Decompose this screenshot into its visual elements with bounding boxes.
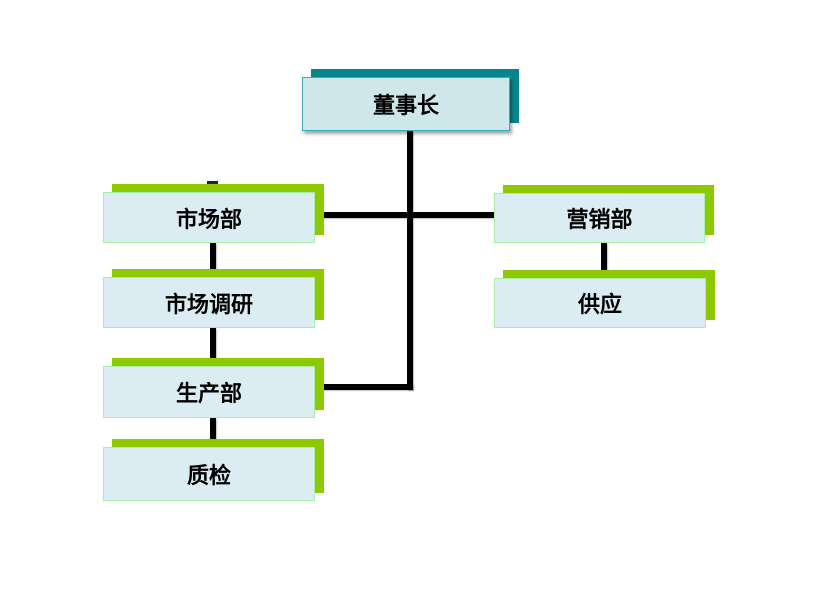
supply-node-face: 供应 bbox=[494, 278, 706, 328]
stray-dash-mark bbox=[207, 181, 218, 184]
sales-dept-node: 营销部 bbox=[494, 185, 714, 243]
marketing-dept-node: 市场部 bbox=[103, 184, 324, 243]
sales-dept-label: 营销部 bbox=[566, 207, 633, 232]
quality-inspection-label: 质检 bbox=[186, 463, 231, 488]
quality-inspection-node: 质检 bbox=[103, 439, 324, 501]
connector-h-trunk-production bbox=[322, 384, 413, 390]
market-research-node-face: 市场调研 bbox=[103, 277, 315, 328]
production-dept-node-face: 生产部 bbox=[103, 366, 315, 418]
connector-v-research-production bbox=[210, 328, 216, 366]
production-dept-node: 生产部 bbox=[103, 358, 324, 418]
supply-label: 供应 bbox=[577, 292, 622, 317]
connector-v-production-quality bbox=[210, 418, 216, 447]
chairman-label: 董事长 bbox=[372, 93, 439, 118]
chairman-node: 董事长 bbox=[302, 69, 519, 131]
marketing-dept-node-face: 市场部 bbox=[103, 192, 315, 243]
supply-node: 供应 bbox=[494, 270, 715, 328]
sales-dept-node-face: 营销部 bbox=[494, 193, 705, 243]
connector-h-marketing-sales bbox=[322, 212, 494, 218]
market-research-label: 市场调研 bbox=[164, 291, 253, 317]
marketing-dept-label: 市场部 bbox=[175, 206, 242, 232]
chairman-node-face: 董事长 bbox=[302, 77, 510, 131]
connector-trunk-chairman bbox=[407, 131, 413, 390]
quality-inspection-node-face: 质检 bbox=[103, 447, 315, 501]
market-research-node: 市场调研 bbox=[103, 269, 324, 328]
connector-v-sales-supply bbox=[601, 243, 607, 278]
connector-v-marketing-research bbox=[210, 243, 216, 277]
production-dept-label: 生产部 bbox=[175, 381, 242, 406]
